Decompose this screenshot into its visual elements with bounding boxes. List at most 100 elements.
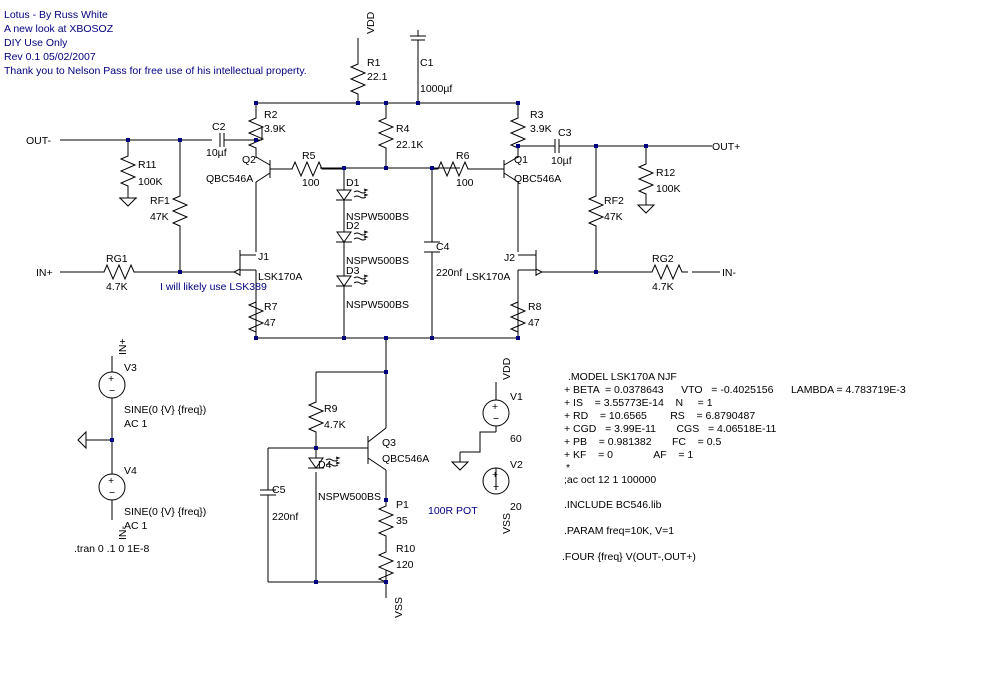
spice-model-line: + BETA = 0.0378643 VTO = -0.4025156 LAMB… xyxy=(564,384,906,396)
source-v2: +− xyxy=(482,467,510,495)
source-v3: +− xyxy=(98,371,126,399)
title: Lotus - By Russ White xyxy=(4,9,108,21)
label-p1: P1 xyxy=(396,499,409,511)
ground-icon xyxy=(119,197,137,207)
value-c2: 10µf xyxy=(206,147,227,159)
svg-text:+: + xyxy=(492,469,498,481)
value-r6: 100 xyxy=(456,177,474,189)
label-c3: C3 xyxy=(558,127,572,139)
value-j1: LSK170A xyxy=(258,271,302,283)
net-label-out-minus: OUT- xyxy=(26,135,52,147)
label-j2: J2 xyxy=(504,252,515,264)
label-v3: V3 xyxy=(124,362,137,374)
svg-text:+: + xyxy=(492,401,498,413)
thanks-note: Thank you to Nelson Pass for free use of… xyxy=(4,65,307,77)
net-label-vdd: VDD xyxy=(365,11,377,34)
svg-text:−: − xyxy=(493,481,499,493)
note-pot: 100R POT xyxy=(428,505,478,517)
spice-directives: .MODEL LSK170A NJF + BETA = 0.0378643 VT… xyxy=(74,371,906,563)
label-q1: Q1 xyxy=(514,154,528,166)
label-q3: Q3 xyxy=(382,437,396,449)
resistor-r4 xyxy=(378,111,394,155)
value-r7: 47 xyxy=(264,317,276,329)
value-rg1: 4.7K xyxy=(106,281,128,293)
value-r10: 120 xyxy=(396,559,414,571)
svg-text:+: + xyxy=(108,373,114,385)
ground-icon xyxy=(450,461,470,471)
resistor-r9 xyxy=(308,395,324,439)
svg-text:−: − xyxy=(109,487,115,499)
svg-text:+: + xyxy=(108,475,114,487)
spice-model-line: + RD = 10.6565 RS = 6.8790487 xyxy=(564,410,755,422)
value-q3: QBC546A xyxy=(382,453,429,465)
led-d2 xyxy=(335,230,368,243)
spice-model-line: + IS = 3.55773E-14 N = 1 xyxy=(564,397,713,409)
resistor-r5 xyxy=(285,161,329,177)
spice-param: .PARAM freq=10K, V=1 xyxy=(564,525,674,537)
label-r3: R3 xyxy=(530,109,544,121)
net-label-in-minus: IN- xyxy=(722,267,737,279)
value-r3: 3.9K xyxy=(530,123,552,135)
label-c5: C5 xyxy=(272,484,286,496)
label-rf1: RF1 xyxy=(150,195,170,207)
label-rg2: RG2 xyxy=(652,253,674,265)
net-label-vss-v2: VSS xyxy=(501,513,513,534)
capacitor-c4 xyxy=(424,241,440,253)
value-rg2: 4.7K xyxy=(652,281,674,293)
value-q1: QBC546A xyxy=(514,173,561,185)
net-label-in-plus-v3: IN+ xyxy=(117,338,129,355)
net-label-in-minus-v4: IN- xyxy=(117,526,129,541)
spice-ac: ;ac oct 12 1 100000 xyxy=(564,474,656,486)
label-v2: V2 xyxy=(510,459,523,471)
value-r12: 100K xyxy=(656,183,681,195)
value-v2: 20 xyxy=(510,501,522,513)
resistor-p1 xyxy=(378,499,394,543)
resistor-rg1 xyxy=(97,264,141,280)
value-r11: 100K xyxy=(138,176,163,188)
value-r9: 4.7K xyxy=(324,419,346,431)
resistor-r11 xyxy=(120,149,136,193)
value-d1: NSPW500BS xyxy=(346,211,409,223)
label-r9: R9 xyxy=(324,403,338,415)
label-r6: R6 xyxy=(456,150,470,162)
resistor-r1 xyxy=(350,57,366,101)
value-v3: SINE(0 {V} {freq}) xyxy=(124,404,206,416)
svg-text:−: − xyxy=(493,413,499,425)
value-r4: 22.1K xyxy=(396,139,423,151)
label-d4: D4 xyxy=(318,459,332,471)
resistor-rf2 xyxy=(588,189,604,233)
label-c2: C2 xyxy=(212,121,226,133)
label-d3: D3 xyxy=(346,265,360,277)
value-r5: 100 xyxy=(302,177,320,189)
resistor-rg2 xyxy=(645,264,689,280)
ac-v4: AC 1 xyxy=(124,520,148,532)
note-lsk389: I will likely use LSK389 xyxy=(160,281,267,293)
label-r2: R2 xyxy=(264,109,278,121)
label-r10: R10 xyxy=(396,543,415,555)
ground-icon xyxy=(637,204,655,214)
revision: Rev 0.1 05/02/2007 xyxy=(4,51,96,63)
ac-v3: AC 1 xyxy=(124,418,148,430)
label-r1: R1 xyxy=(367,57,381,69)
value-q2: QBC546A xyxy=(206,173,253,185)
value-rf2: 47K xyxy=(604,211,623,223)
spice-model-line: * xyxy=(566,462,570,474)
label-j1: J1 xyxy=(258,251,269,263)
junction-dots xyxy=(110,101,648,584)
spice-four: .FOUR {freq} V(OUT-,OUT+) xyxy=(562,551,696,563)
value-d3: NSPW500BS xyxy=(346,299,409,311)
value-c3: 10µf xyxy=(551,155,572,167)
label-d1: D1 xyxy=(346,177,360,189)
resistor-r2 xyxy=(248,111,264,155)
spice-model-line: + CGD = 3.99E-11 CGS = 4.06518E-11 xyxy=(564,423,777,435)
ground-icon xyxy=(77,430,87,450)
value-p1: 35 xyxy=(396,515,408,527)
value-d2: NSPW500BS xyxy=(346,255,409,267)
resistor-rf1 xyxy=(172,189,188,233)
source-v4: +− xyxy=(98,473,126,501)
net-label-out-plus: OUT+ xyxy=(712,141,740,153)
value-v1: 60 xyxy=(510,433,522,445)
value-c4: 220nf xyxy=(436,267,462,279)
